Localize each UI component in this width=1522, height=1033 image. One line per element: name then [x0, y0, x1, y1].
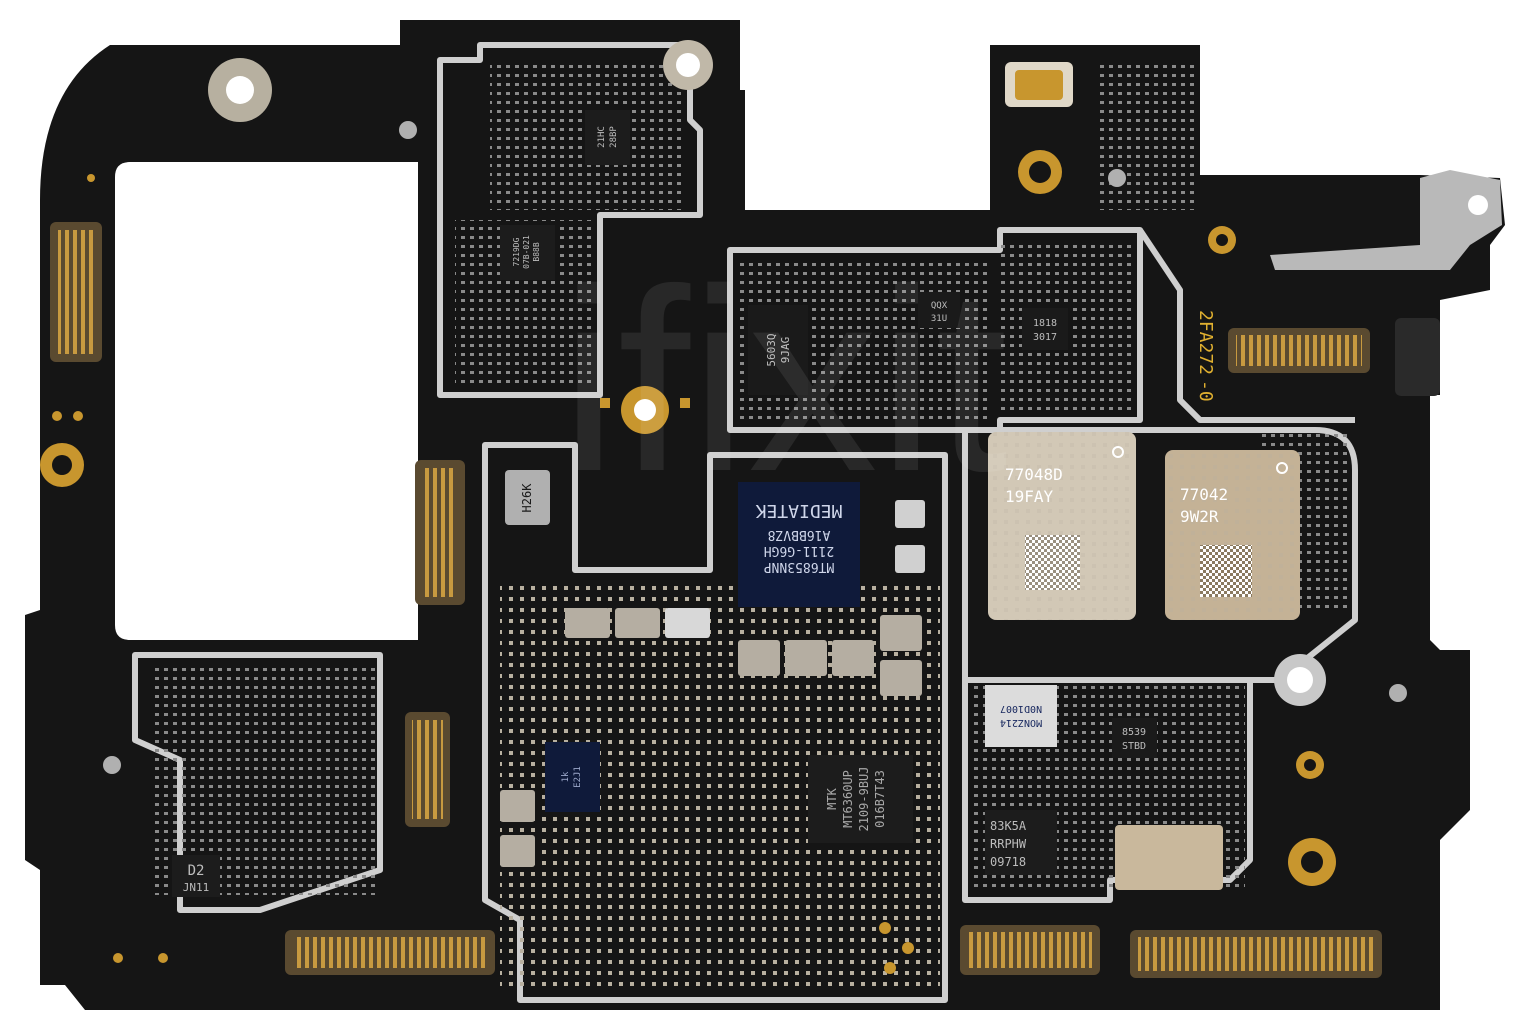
chip-topleft: 21HC 28BP: [585, 110, 630, 165]
svg-text:B88B: B88B: [532, 242, 541, 261]
svg-text:1818: 1818: [1033, 318, 1057, 329]
board-id: 2FA272: [1195, 310, 1216, 375]
svg-text:28BP: 28BP: [609, 126, 619, 148]
rf-left-line1: 77048D: [1005, 465, 1063, 484]
pmic-line1: MTK: [825, 787, 839, 809]
chip-monz: MONZ214 N0D1007: [985, 685, 1057, 747]
pmic-line4: 016B7T43: [873, 770, 887, 828]
svg-text:RRPHW: RRPHW: [990, 837, 1027, 851]
pmic-chip: MTK MT6360UP 2109-9BUJ 016B7T43: [808, 755, 913, 843]
svg-text:H26K: H26K: [520, 483, 534, 513]
svg-text:D2: D2: [188, 863, 205, 879]
svg-text:7219DG: 7219DG: [512, 237, 521, 266]
mounting-hole-icon: [1468, 195, 1488, 215]
svg-text:3017: 3017: [1033, 332, 1057, 343]
soc-line1: MT6853NNP: [764, 559, 835, 574]
chip-31u: QQX 31U: [918, 292, 960, 328]
rf-module-right: 77042 9W2R: [1165, 450, 1300, 620]
crystal-chip: H26K: [505, 470, 550, 525]
bracket-ear: [1270, 170, 1502, 270]
module-small: [1115, 825, 1223, 890]
svg-text:83K5A: 83K5A: [990, 819, 1027, 833]
chip-d2: D2 JN11: [172, 855, 220, 897]
blue-chip: 1k E2J1: [545, 742, 600, 812]
rf-right-line2: 9W2R: [1180, 507, 1219, 526]
pmic-line3: 2109-9BUJ: [857, 766, 871, 831]
rf-right-line1: 77042: [1180, 485, 1228, 504]
chip-5603q: 5603Q 9JAG: [748, 305, 808, 395]
svg-text:5603Q: 5603Q: [765, 333, 778, 366]
chip-83k5a: 83K5A RRPHW 09718: [985, 810, 1057, 875]
svg-text:E2J1: E2J1: [573, 766, 583, 788]
mounting-hole-icon: [40, 40, 1336, 886]
sensor-block: [1395, 318, 1440, 396]
soc-line3: A16BBVZ8: [768, 527, 831, 542]
rf-module-left: 77048D 19FAY: [988, 432, 1136, 620]
svg-text:31U: 31U: [931, 314, 947, 324]
soc-chip: MT6853NNP 2111-G6GH A16BBVZ8 MEDIATEK: [738, 482, 860, 607]
chip-8539: 8539 STBD: [1112, 718, 1157, 758]
svg-text:MONZ214: MONZ214: [1000, 717, 1042, 728]
svg-text:QQX: QQX: [931, 301, 948, 311]
svg-text:8539: 8539: [1122, 727, 1146, 738]
svg-text:JN11: JN11: [183, 881, 210, 894]
antenna-connector-icon: [103, 121, 1407, 774]
watermark-logo: ifixit: [560, 236, 1009, 526]
power-inductors: [500, 500, 925, 867]
svg-text:21HC: 21HC: [597, 126, 607, 148]
chip-1818: 1818 3017: [1022, 308, 1068, 350]
svg-text:09718: 09718: [990, 855, 1026, 869]
board-to-board-connector-icon: [50, 222, 1382, 978]
board-rev: -0: [1195, 380, 1216, 402]
microphone-icon: [1005, 62, 1073, 107]
svg-text:STBD: STBD: [1122, 741, 1146, 752]
board-cutout: [115, 162, 418, 640]
board-silkscreen: 2FA272 -0: [1195, 310, 1216, 402]
svg-text:9JAG: 9JAG: [779, 337, 792, 364]
soc-brand: MEDIATEK: [755, 500, 842, 521]
svg-text:07B-021: 07B-021: [522, 235, 531, 269]
rf-left-line2: 19FAY: [1005, 487, 1054, 506]
svg-text:1k: 1k: [561, 771, 571, 782]
chip-upper: 7219DG 07B-021 B88B: [500, 225, 555, 280]
svg-text:N0D1007: N0D1007: [1000, 703, 1042, 714]
pmic-line2: MT6360UP: [841, 770, 855, 828]
gold-pads: [52, 174, 914, 974]
soc-line2: 2111-G6GH: [764, 543, 834, 558]
